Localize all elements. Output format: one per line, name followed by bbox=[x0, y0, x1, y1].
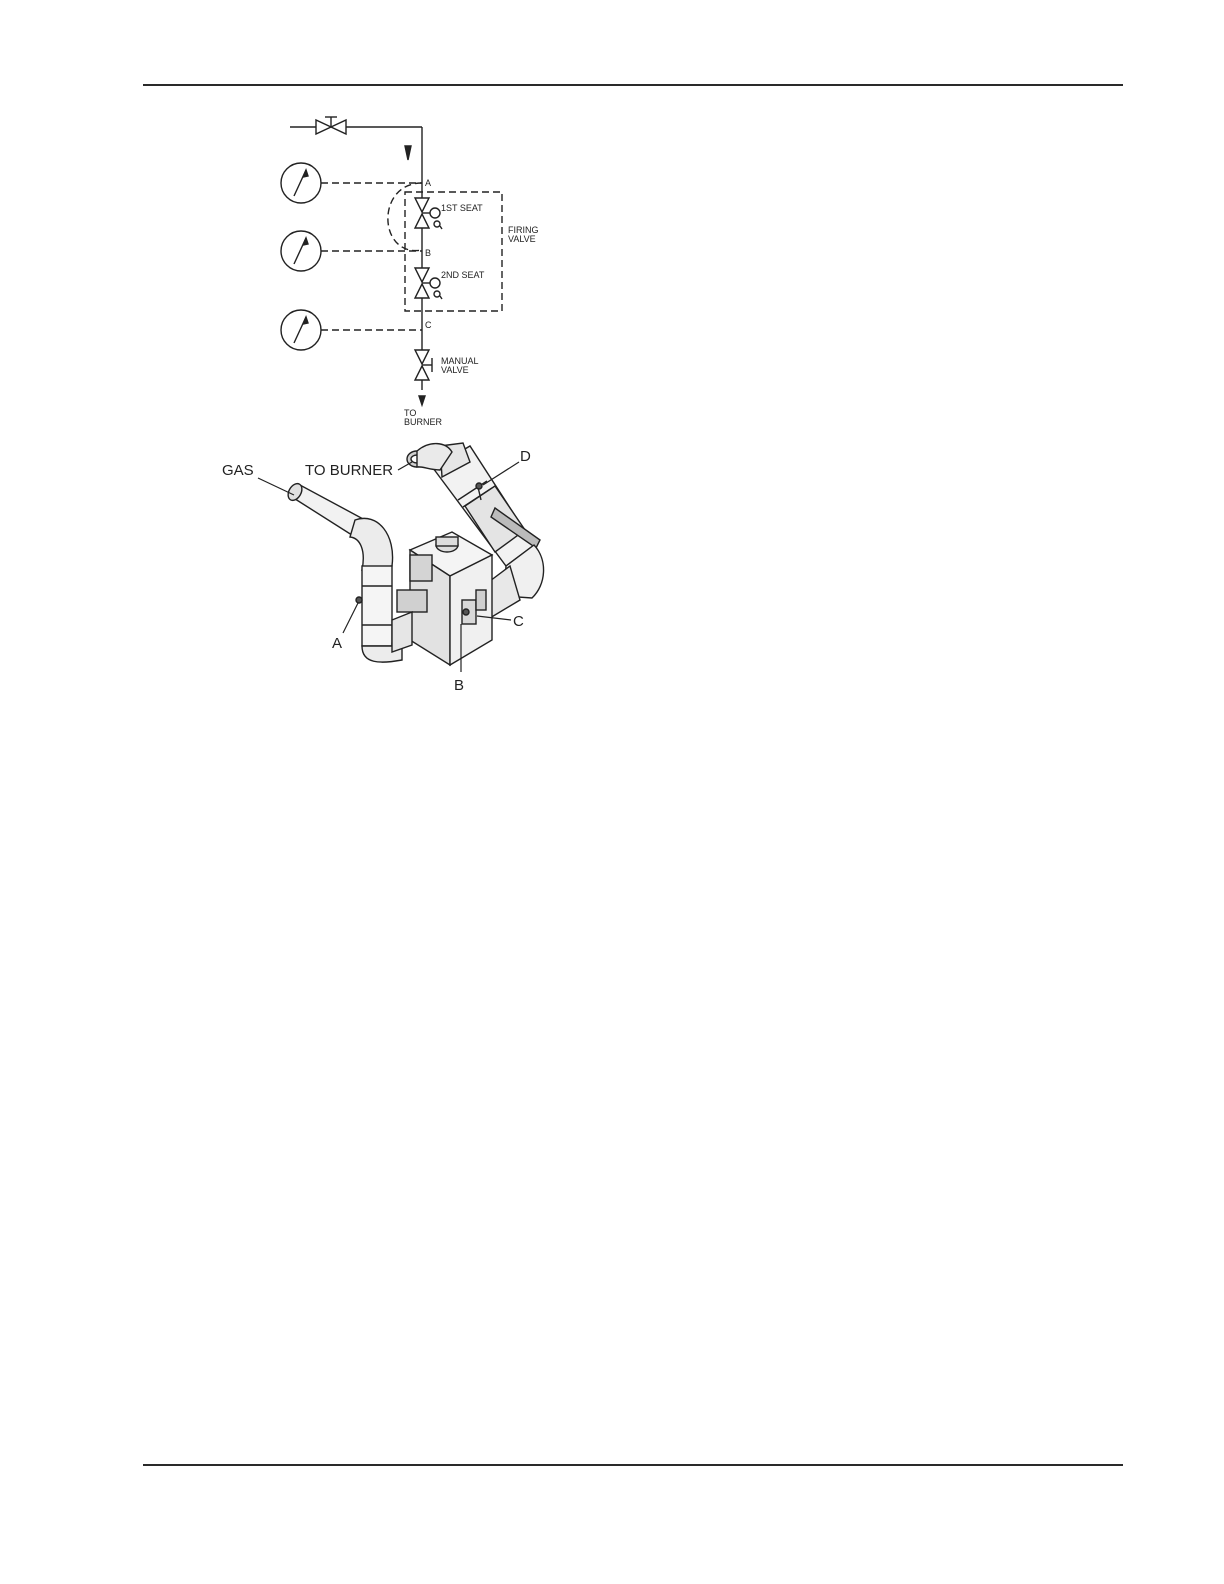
gas-leader bbox=[258, 478, 294, 495]
second-seat-label: 2ND SEAT bbox=[441, 270, 485, 280]
pressure-gauge-b bbox=[281, 231, 422, 271]
gas-label: GAS bbox=[222, 462, 254, 479]
inlet-gas-pipe bbox=[285, 481, 402, 662]
callout-d: D bbox=[520, 448, 531, 465]
second-seat-valve bbox=[415, 268, 442, 299]
first-seat-label: 1ST SEAT bbox=[441, 203, 483, 213]
pressure-gauge-a bbox=[281, 163, 422, 203]
callout-b: B bbox=[454, 677, 464, 694]
callout-a-leader bbox=[343, 603, 358, 633]
first-seat-valve bbox=[415, 198, 442, 229]
firing-valve-label-2: VALVE bbox=[508, 234, 536, 244]
point-c-label: C bbox=[425, 320, 432, 330]
firing-valve-body bbox=[392, 532, 492, 665]
inlet-shutoff-valve bbox=[316, 117, 346, 134]
pressure-gauge-c bbox=[281, 310, 422, 350]
point-b-label: B bbox=[425, 248, 431, 258]
callout-c: C bbox=[513, 613, 524, 630]
point-a-label: A bbox=[425, 178, 431, 188]
to-burner-label-2: BURNER bbox=[404, 417, 443, 427]
to-burner-leader bbox=[398, 462, 412, 470]
to-burner-arrow bbox=[419, 396, 425, 405]
callout-a: A bbox=[332, 635, 342, 652]
manual-valve-label-2: VALVE bbox=[441, 365, 469, 375]
manual-valve bbox=[415, 350, 432, 380]
flow-arrow bbox=[405, 146, 411, 160]
to-burner-callout: TO BURNER bbox=[305, 462, 393, 479]
